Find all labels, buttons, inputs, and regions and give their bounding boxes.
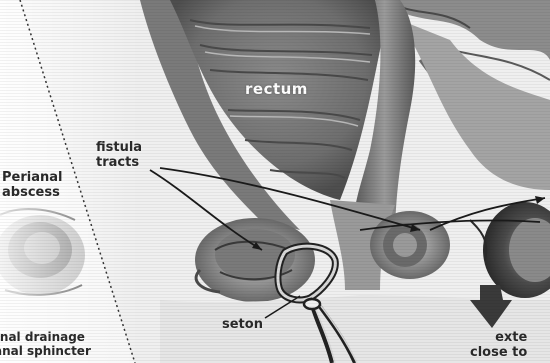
label-perianal-line1: Perianal [2, 170, 62, 185]
label-fistula-tracts: fistula tracts [96, 140, 142, 170]
label-external-line1: exte [470, 330, 527, 345]
label-fistula-line2: tracts [96, 155, 142, 170]
label-perianal-abscess: Perianal abscess [2, 170, 62, 200]
label-fistula-line1: fistula [96, 140, 142, 155]
label-seton: seton [222, 318, 263, 331]
label-external: exte close to [470, 330, 527, 360]
label-drainage-line1: rnal drainage [0, 330, 91, 344]
label-external-line2: close to [470, 345, 527, 360]
right-sphincter [370, 211, 450, 279]
label-drainage-line2: anal sphincter [0, 344, 91, 358]
left-sphincter [195, 218, 315, 302]
label-rectum: rectum [245, 82, 308, 97]
label-drainage: rnal drainage anal sphincter [0, 330, 91, 358]
label-perianal-line2: abscess [2, 185, 62, 200]
